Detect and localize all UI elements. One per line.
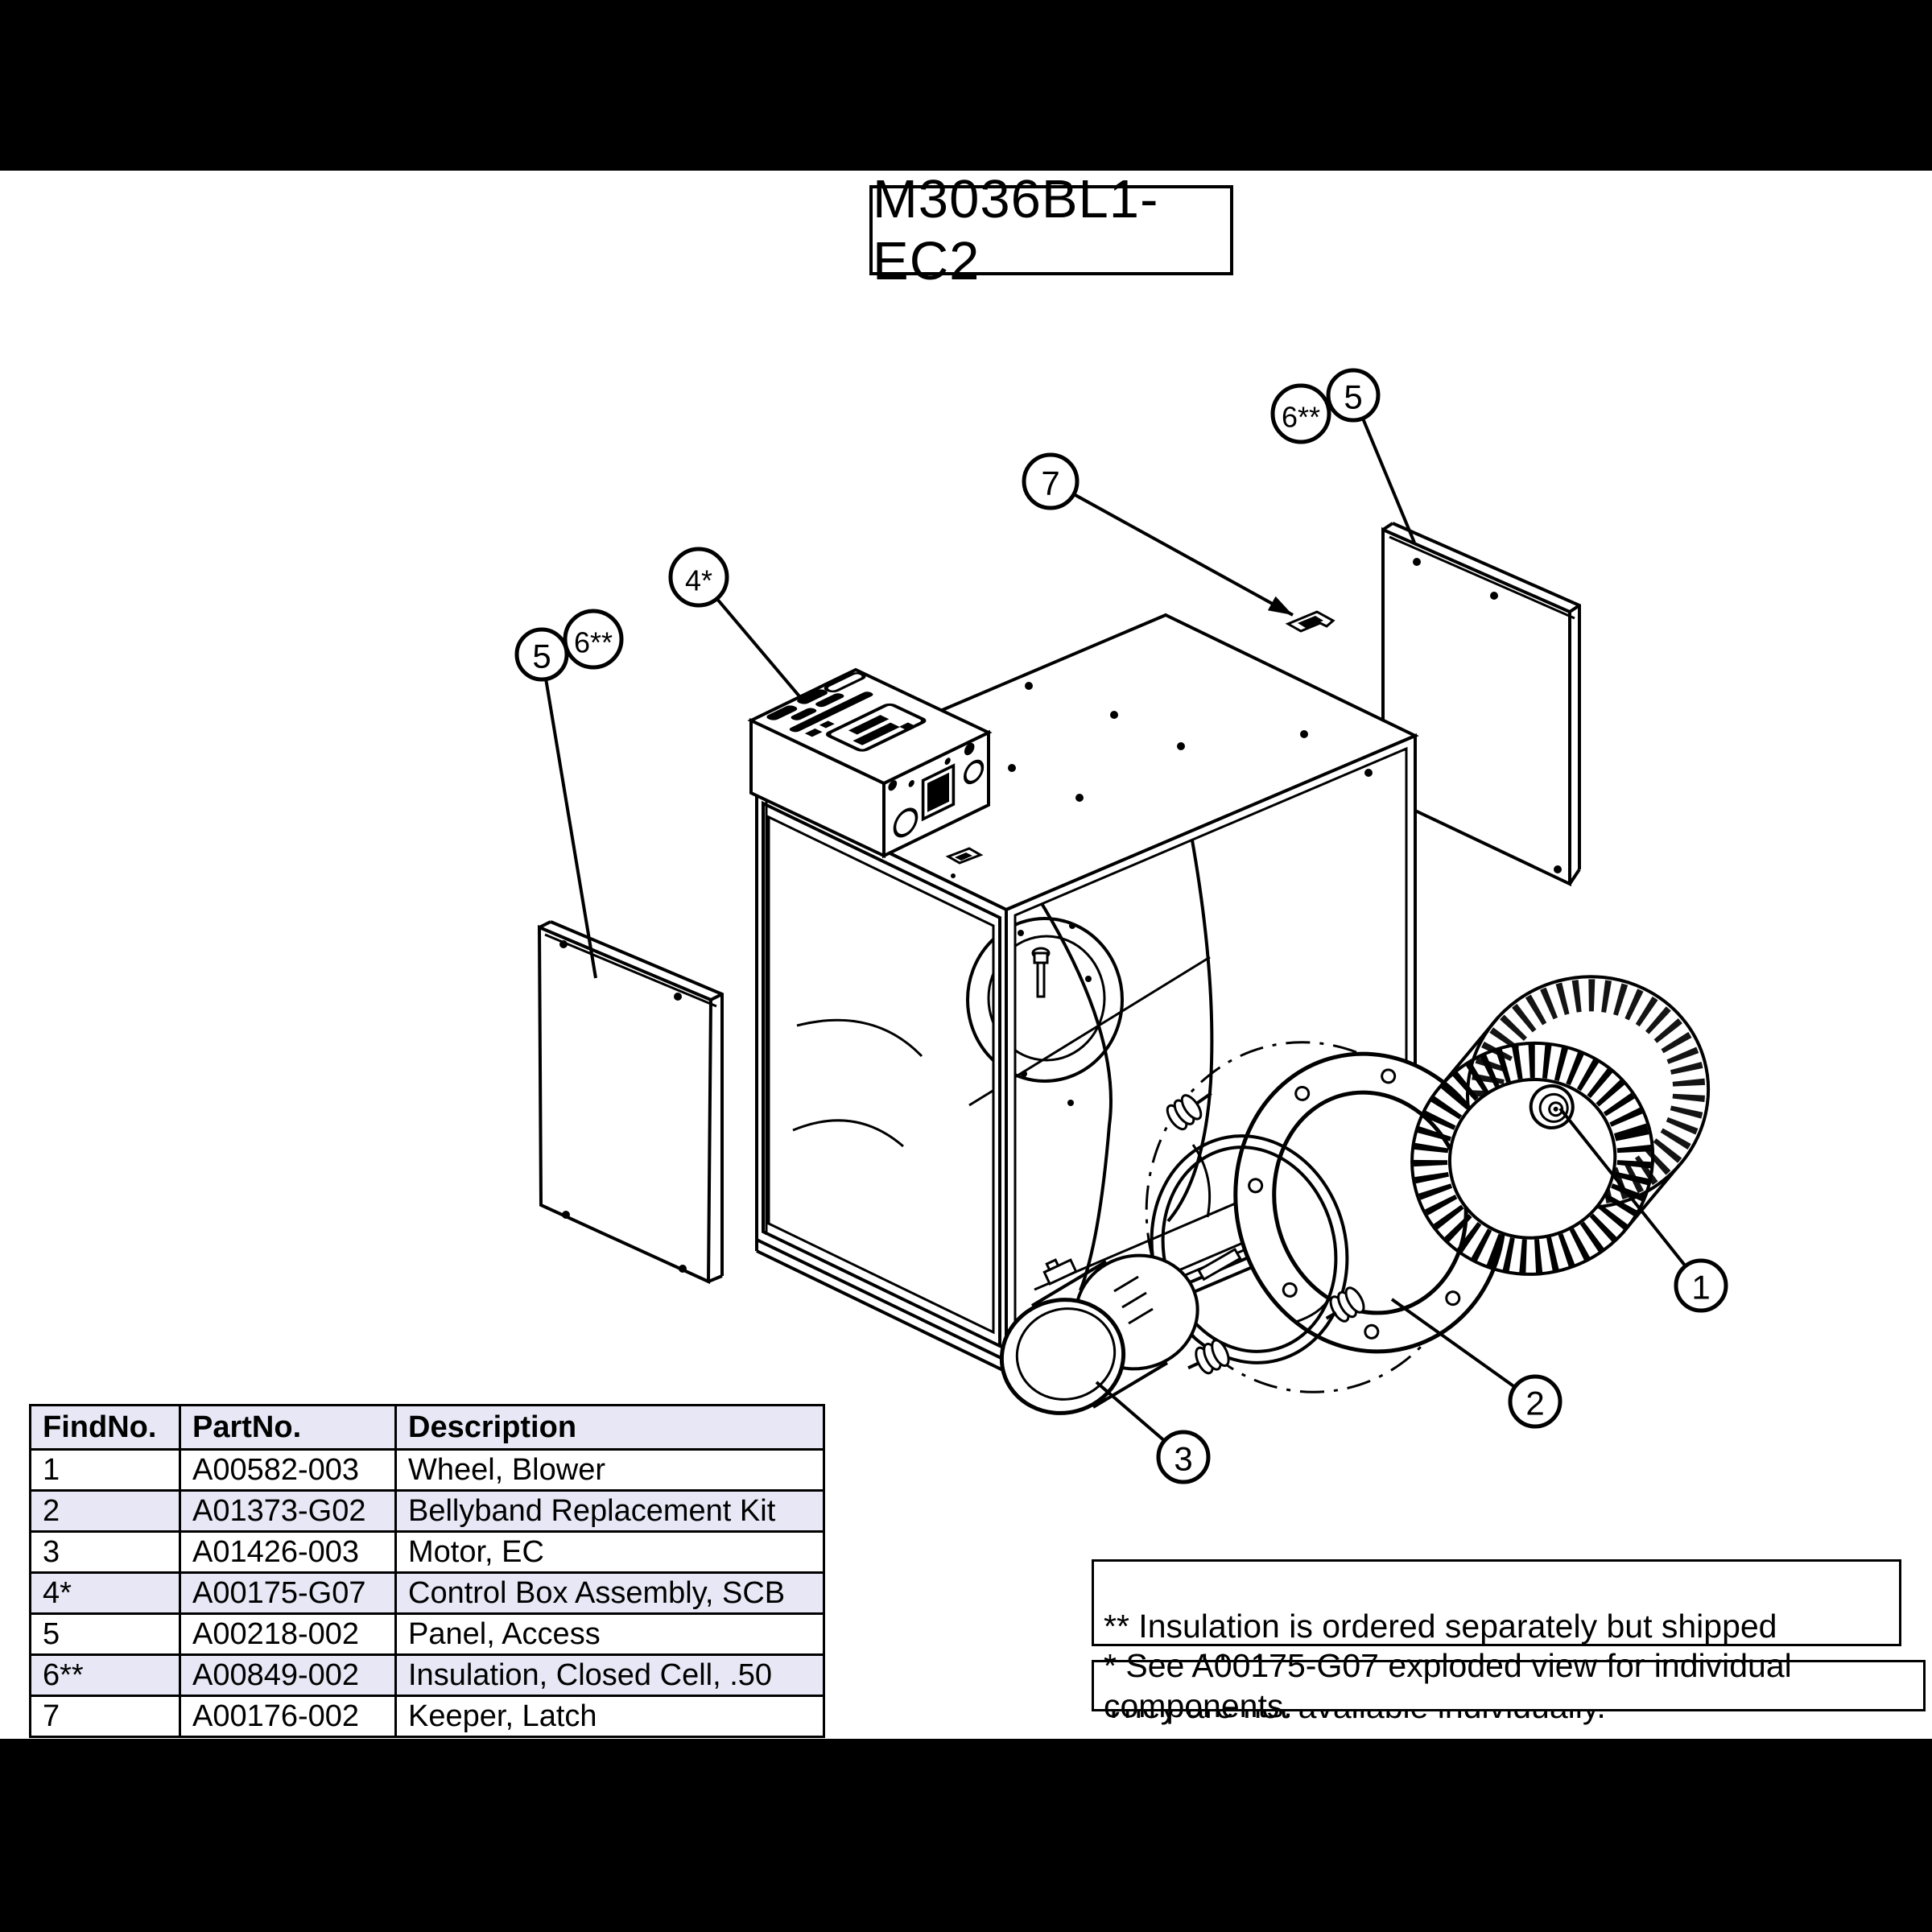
insulation-note: ** Insulation is ordered separately but … (1092, 1559, 1901, 1725)
callout-5: 5 (514, 627, 569, 682)
callout-circle (1326, 368, 1381, 423)
description-cell: Keeper, Latch (394, 1695, 825, 1738)
bolt (1031, 947, 1051, 998)
grommet-assembly (1187, 1339, 1230, 1375)
callout-label: 7 (1041, 464, 1059, 502)
leader-line (1072, 493, 1294, 617)
callout-circle (514, 627, 569, 682)
callout-3: 3 (1156, 1430, 1211, 1484)
leader-line (1095, 1381, 1166, 1443)
callout-4star: 4* (668, 547, 729, 608)
screw-holes (1008, 682, 1373, 802)
wheel-hub (1529, 1084, 1575, 1129)
part-no-cell: A00218-002 (179, 1612, 397, 1656)
leader-line (1390, 1298, 1516, 1389)
description-cell: Control Box Assembly, SCB (394, 1571, 825, 1615)
description-cell: Insulation, Closed Cell, .50 (394, 1653, 825, 1697)
parts-table-header: FindNo.PartNo.Description (29, 1404, 825, 1451)
find-no-cell: 1 (29, 1448, 181, 1492)
callout-circle (1508, 1374, 1563, 1429)
model-number: M3036BL1-EC2 (873, 169, 1159, 291)
part-no-cell: A00582-003 (179, 1448, 397, 1492)
find-no-cell: 4* (29, 1571, 181, 1615)
leader-line (1361, 417, 1416, 543)
leader-arrowhead (1267, 596, 1293, 615)
grommet-assembly (1166, 1092, 1212, 1131)
description-cell: Bellyband Replacement Kit (394, 1489, 825, 1533)
callout-7: 7 (1022, 452, 1080, 510)
drawing-page: M3036BL1-EC2 (0, 169, 1932, 1739)
latch-keeper-mounted (945, 847, 984, 878)
grommet-assembly (1325, 1286, 1365, 1323)
callout-1: 1 (1674, 1258, 1728, 1313)
callout-circle (1674, 1258, 1728, 1313)
find-no-cell: 5 (29, 1612, 181, 1656)
description-cell: Wheel, Blower (394, 1448, 825, 1492)
access-panel-right (1381, 522, 1581, 887)
control-box (747, 667, 993, 859)
find-no-cell: 6** (29, 1653, 181, 1697)
callout-2: 2 (1508, 1374, 1563, 1429)
column-header-partno: PartNo. (179, 1404, 397, 1451)
part-no-cell: A00175-G07 (179, 1571, 397, 1615)
callout-6starstar: 6** (563, 609, 624, 670)
callout-circle (668, 547, 729, 608)
latch-keeper (1285, 610, 1335, 633)
callout-label: 1 (1691, 1269, 1710, 1307)
callout-label: 5 (532, 638, 551, 675)
part-no-cell: A01373-G02 (179, 1489, 397, 1533)
column-header-description: Description (394, 1404, 825, 1451)
motor (999, 1247, 1242, 1415)
column-header-findno: FindNo. (29, 1404, 181, 1451)
control-box-terminal (888, 742, 985, 838)
leader-line (716, 597, 806, 704)
callout-6starstar: 6** (1270, 383, 1331, 444)
description-cell: Panel, Access (394, 1612, 825, 1656)
blower-wheel (1410, 975, 1711, 1276)
part-no-cell: A01426-003 (179, 1530, 397, 1574)
exploded-view-diagram: 7 6** 5 4* 6** 5 1 2 3 (514, 368, 1728, 1484)
callout-label: 6** (1282, 401, 1320, 434)
callout-layer: 7 6** 5 4* 6** 5 1 2 3 (514, 368, 1728, 1484)
leader-line (1558, 1107, 1687, 1267)
part-no-cell: A00849-002 (179, 1653, 397, 1697)
find-no-cell: 7 (29, 1695, 181, 1738)
callout-5: 5 (1326, 368, 1381, 423)
callout-label: 4* (685, 564, 712, 597)
callout-circle (1022, 452, 1080, 510)
control-box-note: * See A00175-G07 exploded view for indiv… (1092, 1647, 1926, 1724)
motor-shaft (1196, 1247, 1242, 1282)
callout-circle (1156, 1430, 1211, 1484)
part-no-cell: A00176-002 (179, 1695, 397, 1738)
motor-clamp-tab (1042, 1258, 1078, 1286)
callout-label: 2 (1525, 1385, 1544, 1422)
access-panel-left (537, 920, 724, 1285)
description-cell: Motor, EC (394, 1530, 825, 1574)
control-box-note-text: * See A00175-G07 exploded view for indiv… (1104, 1646, 1792, 1724)
callout-label: 3 (1174, 1440, 1192, 1478)
callout-label: 6** (574, 626, 613, 659)
find-no-cell: 3 (29, 1530, 181, 1574)
title-box: M3036BL1-EC2 (869, 169, 1233, 291)
callout-circle (1270, 383, 1331, 444)
callout-label: 5 (1344, 378, 1362, 416)
callout-circle (563, 609, 624, 670)
find-no-cell: 2 (29, 1489, 181, 1533)
leader-line (544, 679, 597, 979)
